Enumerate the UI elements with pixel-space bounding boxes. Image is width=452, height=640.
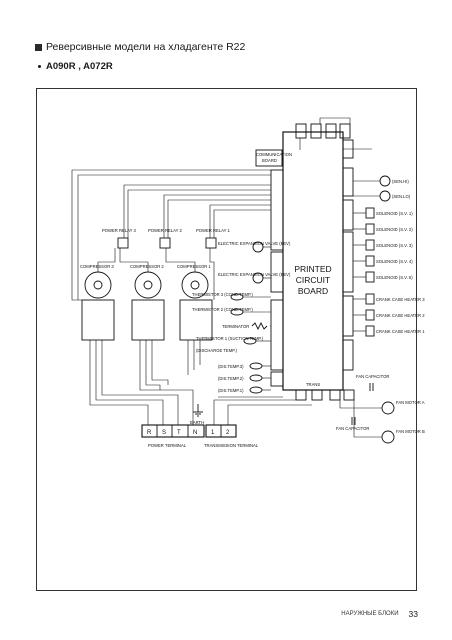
solenoid-symbols: [365, 207, 375, 283]
power-relay-2-label: POWER RELAY 2: [148, 228, 182, 233]
crank-heater-3-label: CRANK CASE HEATER 3: [376, 297, 425, 302]
solenoid-4-label: SOLENOID (S.V. 4): [376, 259, 413, 264]
crank-heater-2-label: CRANK CASE HEATER 2: [376, 313, 425, 318]
fan-motor-a-label: FAN MOTOR A: [396, 400, 425, 405]
sen-hi-label: (SEN.HI): [392, 179, 409, 184]
transmission-terminal-label: TRANSMISSION TERMINAL: [204, 443, 259, 448]
terminator-label: TERMINATOR: [222, 324, 249, 329]
dis-temp-2-label: (DIS.TEMP.2): [218, 376, 244, 381]
fan-motor-b-label: FAN MOTOR B: [396, 429, 425, 434]
power-relay-3: [117, 237, 129, 249]
earth-label: EARTH: [190, 420, 204, 425]
fan-capacitor-label: FAN CAPACITOR: [356, 374, 389, 379]
power-relay-1-label: POWER RELAY 1: [196, 228, 230, 233]
solenoid-3-label: SOLENOID (S.V. 3): [376, 243, 413, 248]
compressor-2-symbol: [131, 271, 165, 341]
pcb-outline: [282, 131, 344, 391]
earth-icon: [193, 404, 203, 417]
pcb-connector: [311, 389, 323, 401]
sen-lo-label: (SEN.LO): [392, 194, 411, 199]
terminal-1: 1: [211, 430, 215, 436]
solenoid-2-label: SOLENOID (S.V. 2): [376, 227, 413, 232]
dis-temp-1-label: (DIS.TEMP.1): [218, 388, 244, 393]
trans-label: TRANS: [306, 382, 320, 387]
solenoid-5-label: SOLENOID (S.V. 5): [376, 275, 413, 280]
pcb-left-pins: [270, 169, 284, 387]
pcb-label-line-2: CIRCUIT: [296, 275, 330, 285]
compressor-1-label: COMPRESSOR 1: [177, 264, 211, 269]
pcb-connector: [310, 123, 322, 139]
diagram-labels: COMMUNICATION BOARD POWER RELAY 3 POWER …: [80, 152, 425, 448]
power-relay-1: [205, 237, 217, 249]
fan-motor-a-symbol: [381, 401, 395, 415]
pcb-label-line-3: BOARD: [298, 286, 328, 296]
power-relay-2: [159, 237, 171, 249]
power-terminal-label: POWER TERMINAL: [148, 443, 187, 448]
sen-hi-symbol: [379, 175, 391, 187]
fan-capacitor-symbol: [351, 383, 374, 425]
dis-temp-2-symbol: [249, 374, 263, 382]
thermistor-2-label: THERMISTOR 2 (COND.TEMP.): [192, 307, 253, 312]
model-list: A090R , A072R: [46, 61, 113, 72]
dis-temp-3-symbol: [249, 362, 263, 370]
pcb-connector: [295, 123, 307, 139]
discharge-temp-label: (DISCHARGE TEMP.): [196, 348, 238, 353]
eev-2-label: ELECTRIC EXPANSION VALVE (EEV): [218, 241, 291, 246]
pcb-connector: [325, 123, 337, 139]
communication-board: [255, 149, 283, 167]
fan-capacitor-2-label: FAN CAPACITOR: [336, 426, 369, 431]
page-footer: НАРУЖНЫЕ БЛОКИ 33: [341, 609, 418, 619]
pcb-connector: [339, 123, 351, 139]
communication-board-label-2: BOARD: [262, 158, 277, 163]
terminal-2: 2: [226, 430, 230, 436]
pcb-right-pins: [342, 139, 354, 371]
terminal-r: R: [147, 430, 152, 436]
thermistor-1-label: THERMISTOR 1 (SUCTION TEMP.): [196, 336, 264, 341]
terminal-t: T: [177, 430, 181, 436]
terminal-s: S: [162, 430, 166, 436]
model-subheading: A090R , A072R: [38, 61, 113, 72]
dis-temp-3-label: (DIS.TEMP.3): [218, 364, 244, 369]
pcb-connector: [329, 389, 341, 401]
crank-heater-1-label: CRANK CASE HEATER 1: [376, 329, 425, 334]
bullet-square-icon: [35, 43, 42, 51]
bullet-dot-icon: [38, 65, 41, 68]
terminal-letters: R S T N 1 2: [147, 430, 230, 436]
wiring-diagram-frame: [36, 88, 417, 591]
pcb-label: PRINTED CIRCUIT BOARD: [294, 264, 331, 296]
footer-section: НАРУЖНЫЕ БЛОКИ: [341, 611, 399, 617]
terminator-resistor: [251, 321, 268, 331]
thermistor-3-label: THERMISTOR 3 (COND.TEMP.): [192, 292, 253, 297]
wiring-lines: [71, 117, 382, 438]
crank-heater-symbols: [365, 293, 375, 337]
pcb-connector: [343, 389, 355, 401]
section-heading: Реверсивные модели на хладагенте R22: [35, 41, 245, 53]
pcb-label-line-1: PRINTED: [294, 264, 331, 274]
eev-1-label: ELECTRIC EXPANSION VALVE (EEV): [218, 272, 291, 277]
section-heading-text: Реверсивные модели на хладагенте R22: [46, 41, 246, 53]
communication-board-label: COMMUNICATION: [256, 152, 292, 157]
page-number: 33: [408, 609, 418, 619]
power-terminal-block: [141, 424, 205, 438]
power-relay-3-label: POWER RELAY 3: [102, 228, 136, 233]
compressor-3-symbol: [81, 271, 115, 341]
solenoid-1-label: SOLENOID (S.V. 1): [376, 211, 413, 216]
compressor-3-label: COMPRESSOR 3: [80, 264, 114, 269]
fan-motor-b-symbol: [381, 430, 395, 444]
compressor-2-label: COMPRESSOR 2: [130, 264, 164, 269]
compressor-1-symbol: [179, 271, 213, 341]
terminal-n: N: [193, 430, 197, 436]
sen-lo-symbol: [379, 190, 391, 202]
pcb-connector: [295, 389, 307, 401]
dis-temp-1-symbol: [249, 386, 263, 394]
